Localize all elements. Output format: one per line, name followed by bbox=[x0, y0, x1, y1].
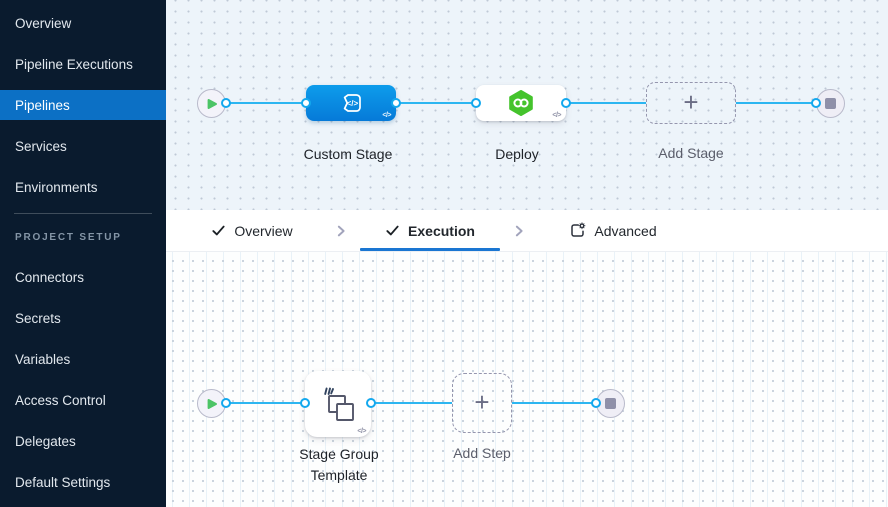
connector-point[interactable] bbox=[591, 398, 601, 408]
stage-config-tabbar: Overview Execution bbox=[166, 210, 888, 252]
pipeline-main: </> </> Custom Stage </> Deploy bbox=[166, 0, 888, 507]
node-deploy[interactable]: </> bbox=[476, 85, 566, 121]
sidebar: Overview Pipeline Executions Pipelines S… bbox=[0, 0, 166, 507]
sidebar-item-pipeline-executions[interactable]: Pipeline Executions bbox=[15, 56, 133, 72]
svg-text:</>: </> bbox=[347, 99, 359, 108]
advanced-gear-icon bbox=[571, 222, 586, 237]
play-icon bbox=[207, 398, 217, 409]
sidebar-item-secrets[interactable]: Secrets bbox=[15, 310, 61, 326]
check-icon bbox=[386, 225, 399, 236]
stage-group-template-icon bbox=[324, 387, 354, 421]
tab-separator bbox=[500, 210, 538, 251]
sidebar-item-connectors[interactable]: Connectors bbox=[15, 269, 85, 285]
play-icon bbox=[207, 98, 217, 109]
add-stage-label: Add Stage bbox=[658, 145, 724, 161]
connector-line bbox=[736, 102, 816, 104]
code-view-glyph: </> bbox=[552, 112, 561, 119]
execution-canvas[interactable]: </> Stage Group Template + Add Step bbox=[166, 252, 888, 507]
node-label-custom-stage: Custom Stage bbox=[303, 146, 393, 162]
connector-point[interactable] bbox=[391, 98, 401, 108]
connector-point[interactable] bbox=[300, 398, 310, 408]
code-view-glyph: </> bbox=[357, 428, 366, 435]
connector-point[interactable] bbox=[221, 398, 231, 408]
node-label-stage-group-template: Stage Group Template bbox=[299, 446, 379, 483]
sidebar-item-delegates[interactable]: Delegates bbox=[15, 433, 76, 449]
stop-icon bbox=[825, 98, 836, 109]
project-setup-section-label: PROJECT SETUP bbox=[15, 232, 122, 243]
tab-advanced-label: Advanced bbox=[594, 222, 657, 239]
tab-overview[interactable]: Overview bbox=[182, 210, 322, 251]
tab-overview-label: Overview bbox=[234, 222, 293, 239]
plus-icon: + bbox=[683, 86, 699, 117]
connector-line bbox=[226, 402, 306, 404]
deploy-cd-icon bbox=[509, 90, 533, 116]
connector-line bbox=[396, 102, 476, 104]
connector-point[interactable] bbox=[221, 98, 231, 108]
sidebar-divider bbox=[14, 213, 152, 214]
connector-line bbox=[512, 402, 596, 404]
add-step-label: Add Step bbox=[453, 445, 511, 461]
connector-point[interactable] bbox=[366, 398, 376, 408]
connector-point[interactable] bbox=[471, 98, 481, 108]
sidebar-item-environments[interactable]: Environments bbox=[15, 179, 98, 195]
sidebar-item-overview[interactable]: Overview bbox=[15, 15, 72, 31]
sidebar-item-access-control[interactable]: Access Control bbox=[15, 392, 106, 408]
chevron-right-icon bbox=[337, 225, 345, 236]
plus-icon: + bbox=[474, 386, 490, 417]
connector-line bbox=[226, 102, 306, 104]
tab-separator bbox=[322, 210, 360, 251]
check-icon bbox=[212, 225, 225, 236]
sidebar-item-pipelines[interactable]: Pipelines bbox=[0, 90, 166, 120]
node-custom-stage[interactable]: </> </> bbox=[306, 85, 396, 121]
custom-stage-icon: </> bbox=[343, 94, 361, 112]
connector-point[interactable] bbox=[811, 98, 821, 108]
node-label-deploy: Deploy bbox=[495, 146, 539, 162]
tab-execution-label: Execution bbox=[408, 222, 475, 239]
tab-advanced[interactable]: Advanced bbox=[538, 210, 688, 251]
connector-line bbox=[371, 402, 452, 404]
chevron-right-icon bbox=[515, 225, 523, 236]
sidebar-item-variables[interactable]: Variables bbox=[15, 351, 71, 367]
connector-point[interactable] bbox=[561, 98, 571, 108]
sidebar-item-default-settings[interactable]: Default Settings bbox=[15, 474, 111, 490]
add-step-button[interactable]: + bbox=[452, 373, 512, 433]
sidebar-item-services[interactable]: Services bbox=[15, 138, 67, 154]
add-stage-button[interactable]: + bbox=[646, 82, 736, 124]
stage-canvas[interactable]: </> </> Custom Stage </> Deploy bbox=[166, 0, 888, 210]
stop-icon bbox=[605, 398, 616, 409]
code-view-glyph: </> bbox=[382, 112, 391, 119]
tab-execution[interactable]: Execution bbox=[360, 210, 500, 251]
connector-point[interactable] bbox=[301, 98, 311, 108]
node-stage-group-template[interactable]: </> bbox=[305, 371, 371, 437]
connector-line bbox=[566, 102, 646, 104]
